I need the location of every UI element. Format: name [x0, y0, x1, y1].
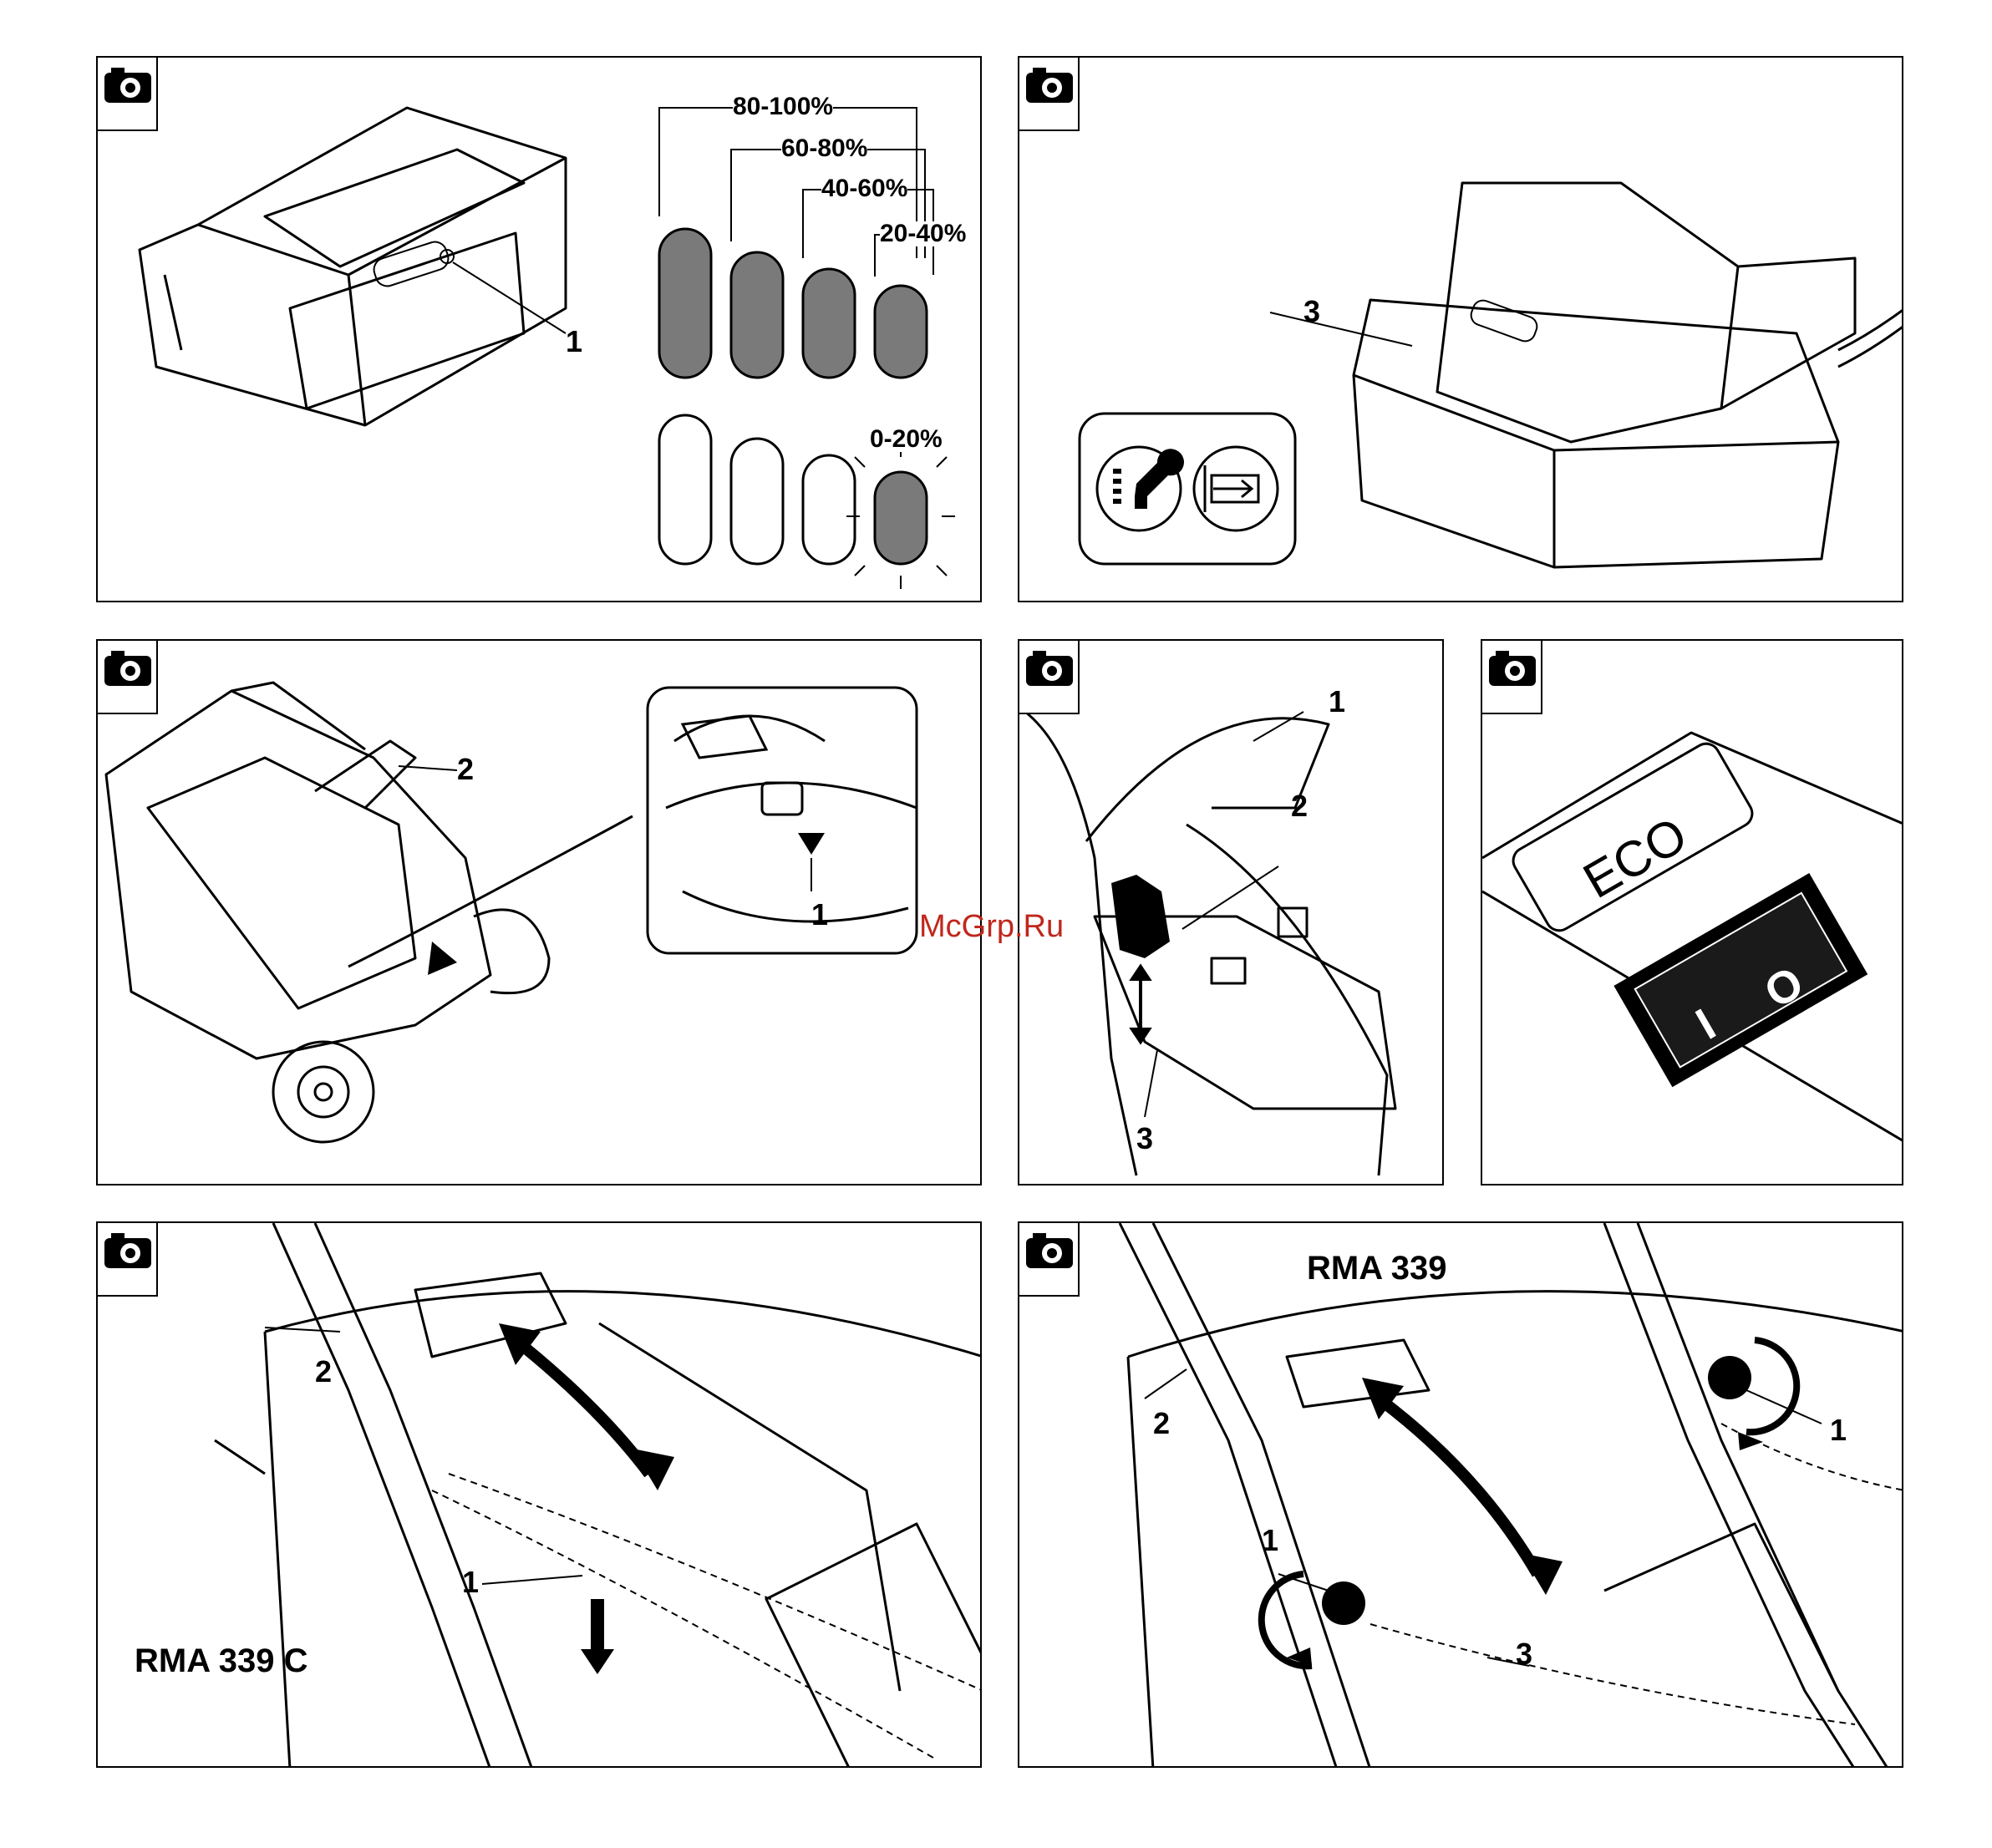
level-label-40-60: 40-60%: [821, 176, 907, 201]
callout-3: 3: [1516, 1639, 1532, 1669]
callout-1: 1: [462, 1567, 479, 1597]
charger-illustration: [1019, 58, 1903, 602]
mower-illustration: [98, 641, 982, 1185]
callout-1: 1: [1329, 687, 1345, 717]
handle-illustration: [1019, 1223, 1903, 1768]
model-label: RMA 339: [1307, 1251, 1446, 1285]
callout-1-left: 1: [1262, 1526, 1278, 1556]
callout-2: 2: [1291, 791, 1308, 821]
camera-icon: [98, 1223, 158, 1297]
panel-charger: 3: [1018, 56, 1903, 602]
status-icon-box: [1080, 414, 1295, 564]
camera-icon: [1482, 641, 1542, 714]
callout-1-right: 1: [1830, 1415, 1847, 1445]
camera-icon: [98, 641, 158, 714]
panel-handle-rma339c: 2 1 RMA 339 C: [96, 1221, 982, 1768]
watermark: McGrp.Ru: [919, 909, 1064, 945]
level-label-0-20: 0-20%: [870, 427, 943, 452]
handle-c-illustration: [98, 1223, 982, 1768]
callout-3: 3: [1136, 1124, 1153, 1154]
callout-2: 2: [457, 754, 474, 784]
callout-1: 1: [566, 327, 582, 357]
panel-handle-rma339: RMA 339 1 1 2 3: [1018, 1221, 1903, 1768]
inset-callout-1: 1: [811, 900, 828, 930]
level-label-80-100: 80-100%: [733, 94, 833, 119]
panel-mower-compartment: 2 1: [96, 639, 982, 1185]
panel-battery-charge: 1 80-100% 60-80% 40-60% 20-40% 0-20%: [96, 56, 982, 602]
camera-icon: [1019, 1223, 1080, 1297]
panel-safety-key: 1 2 3: [1018, 639, 1444, 1185]
callout-3: 3: [1303, 297, 1320, 327]
battery-insert-icon: [1205, 465, 1258, 512]
callout-2: 2: [1153, 1409, 1170, 1439]
camera-icon: [1019, 58, 1080, 131]
camera-icon: [1019, 641, 1080, 714]
model-label: RMA 339 C: [135, 1644, 307, 1678]
camera-icon: [98, 58, 158, 131]
wrench-icon: [1113, 449, 1184, 509]
level-label-20-40: 20-40%: [880, 221, 966, 246]
inset-detail: [648, 688, 917, 953]
panel-eco-switch: ECO I O: [1481, 639, 1903, 1185]
level-label-60-80: 60-80%: [781, 136, 867, 161]
callout-2: 2: [315, 1357, 332, 1387]
key-illustration: [1019, 641, 1444, 1185]
led-levels: [659, 229, 927, 564]
rocker-switch: [1613, 873, 1868, 1087]
eco-illustration: [1482, 641, 1903, 1185]
key-icon: [1111, 875, 1170, 958]
